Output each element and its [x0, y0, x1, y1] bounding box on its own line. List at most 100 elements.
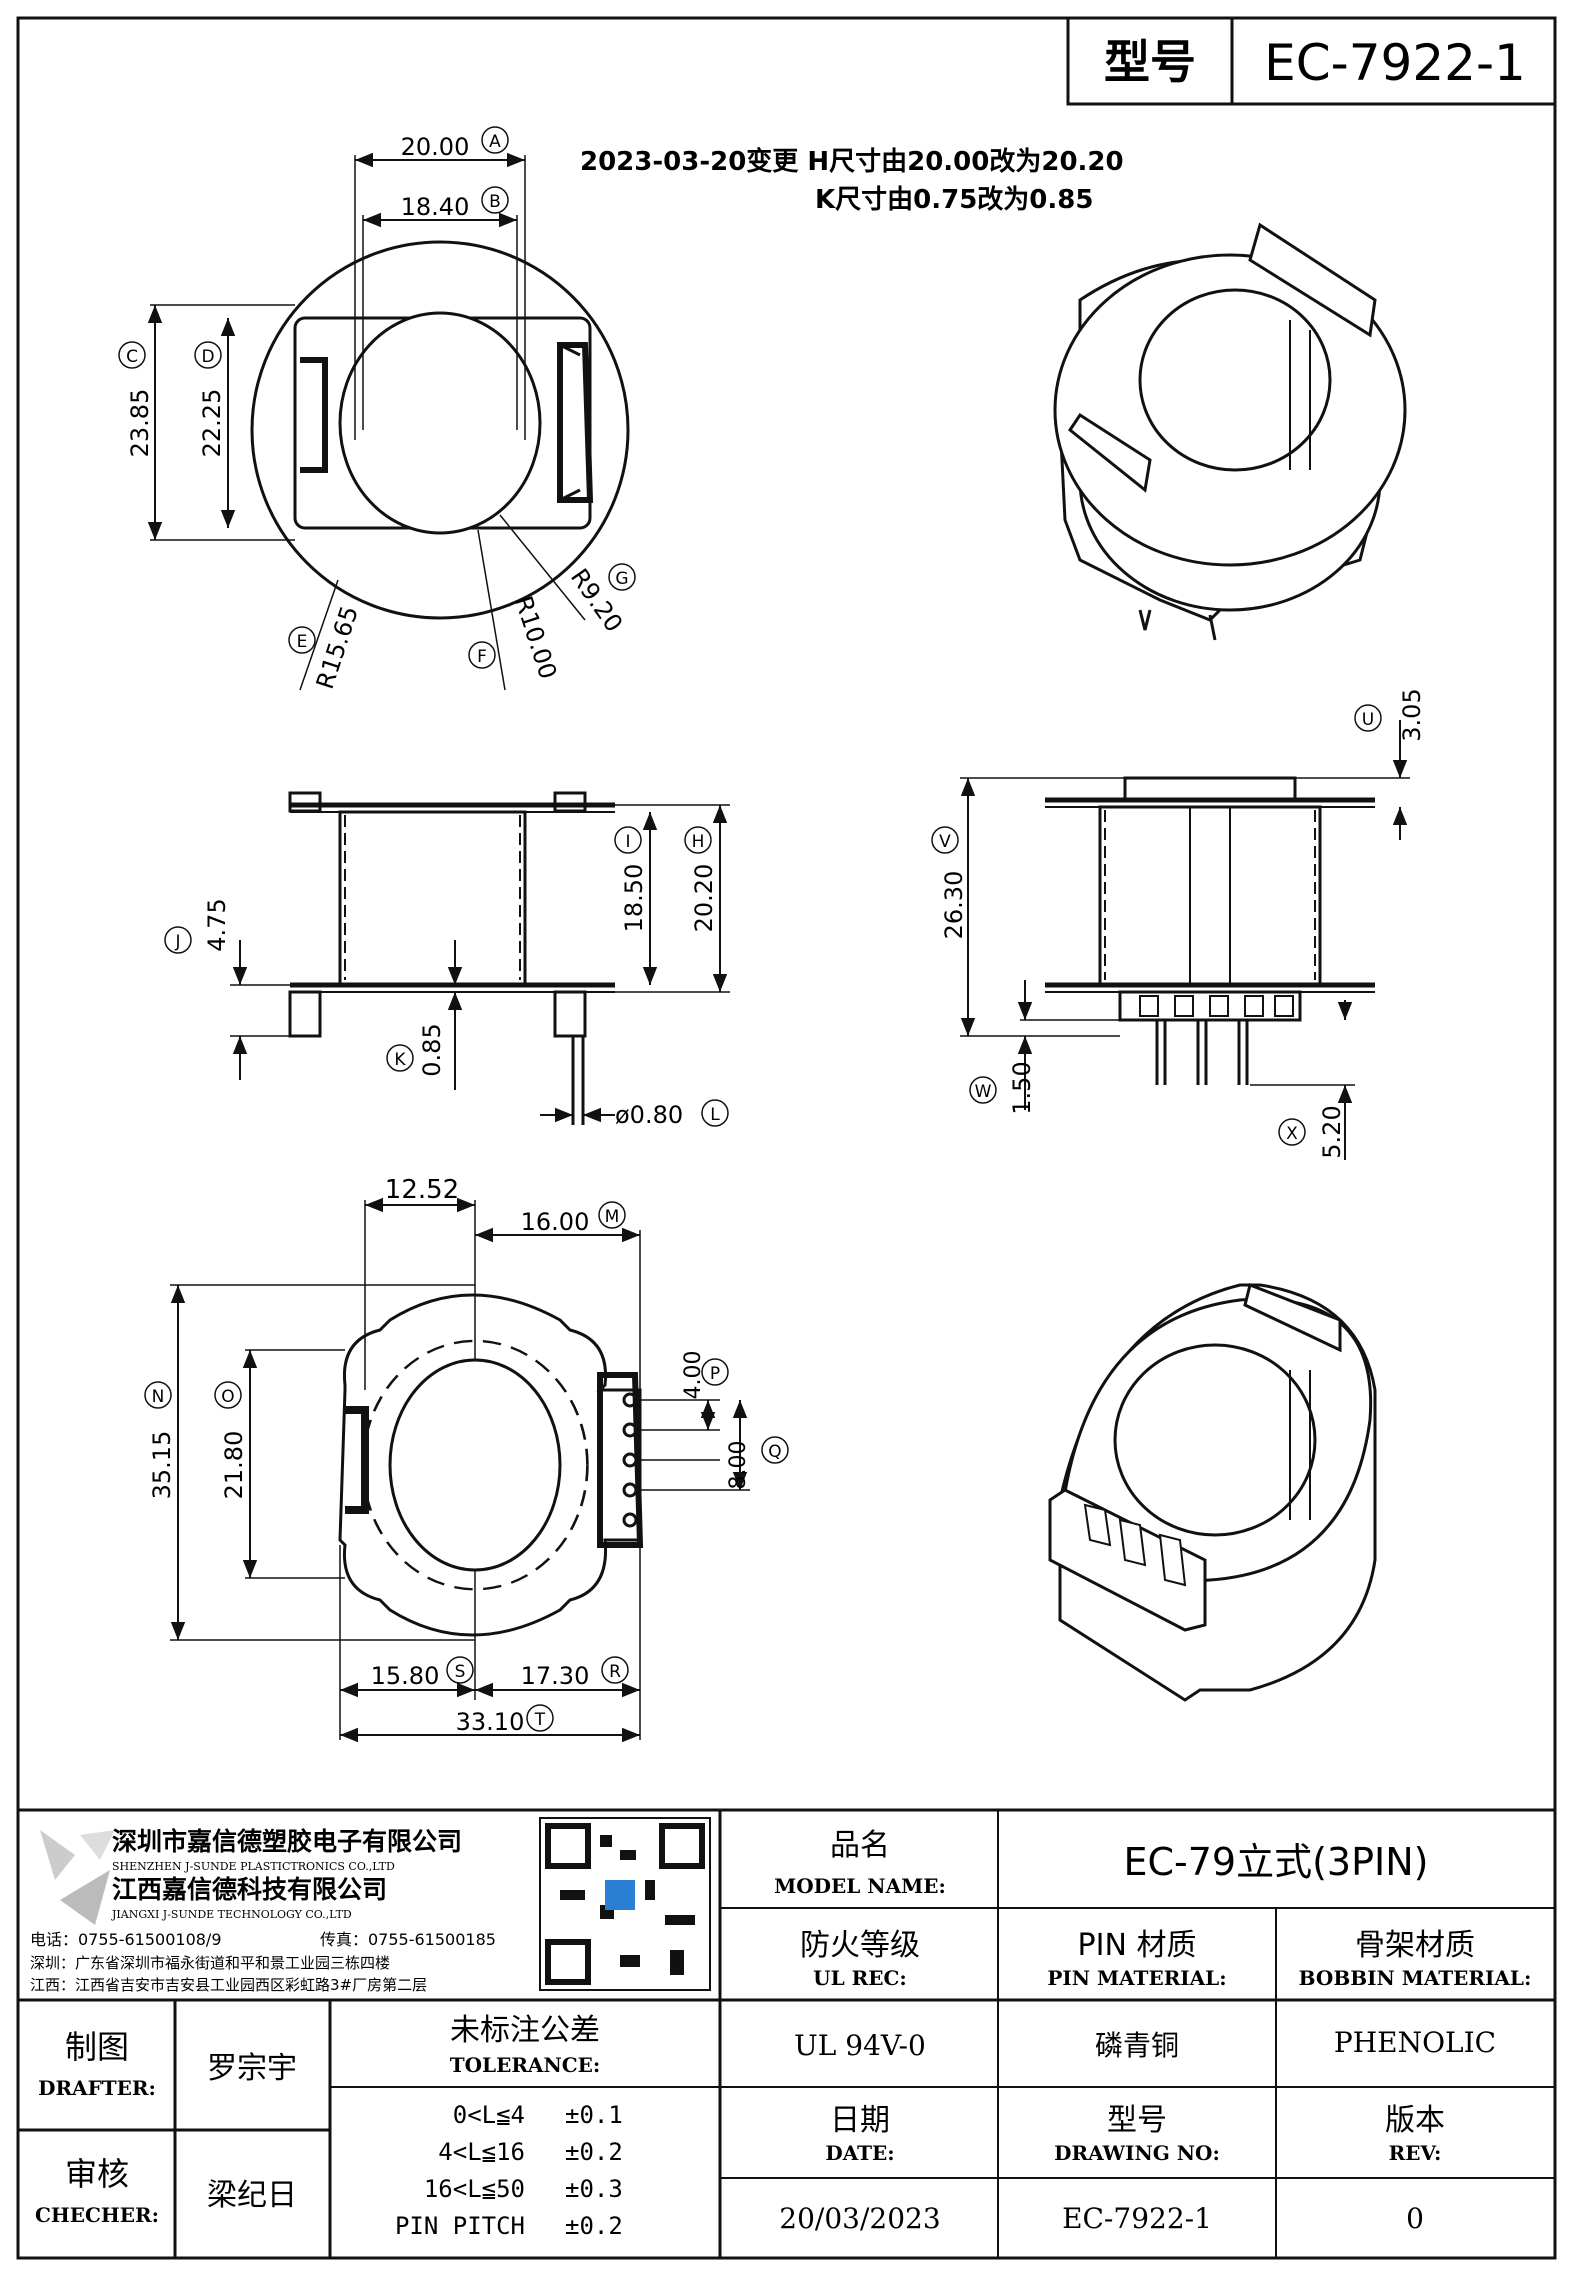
dim-A-value: 20.00	[401, 133, 470, 161]
front-view	[230, 791, 730, 1125]
svg-text:X: X	[1286, 1124, 1298, 1144]
dim-S-value: 15.80	[371, 1662, 440, 1690]
svg-text:M: M	[605, 1207, 620, 1227]
svg-text:D: D	[201, 347, 214, 367]
dim-X-balloon: X	[1278, 1118, 1306, 1146]
dim-D-value: 22.25	[198, 389, 226, 458]
dim-J-balloon: J	[164, 926, 192, 954]
dim-N-value: 35.15	[148, 1431, 176, 1500]
dim-F-value: R10.00	[509, 593, 562, 683]
dim-K-value: 0.85	[418, 1023, 446, 1076]
dim-U-value: 3.05	[1398, 688, 1426, 741]
tolerance-range: 0<L≦4	[453, 2101, 525, 2129]
svg-text:F: F	[477, 647, 487, 667]
company-fax: 传真：0755-61500185	[320, 1930, 496, 1949]
dim-Q-value: 8.00	[726, 1441, 751, 1490]
drafter-en: DRAFTER:	[38, 2076, 156, 2100]
rev-en: REV:	[1389, 2141, 1442, 2165]
svg-text:I: I	[625, 832, 630, 852]
model-name-cn: 品名	[830, 1828, 890, 1863]
dim-L-value: ø0.80	[615, 1101, 683, 1129]
tolerance-range: PIN PITCH	[395, 2212, 525, 2240]
svg-text:E: E	[297, 632, 308, 652]
svg-text:G: G	[615, 569, 628, 589]
dim-T-value: 33.10	[456, 1708, 525, 1736]
tolerance-cn: 未标注公差	[450, 2013, 600, 2048]
bobbin-material-cn: 骨架材质	[1355, 1928, 1475, 1963]
checker-cn: 审核	[65, 2155, 129, 2193]
dim-E-balloon: E	[288, 626, 316, 654]
company-name-jx-en: JIANGXI J-SUNDE TECHNOLOGY CO.,LTD	[111, 1908, 352, 1921]
dim-H-balloon: H	[684, 826, 712, 854]
model-name-value: EC-79立式(3PIN)	[1124, 1840, 1429, 1884]
company-name-jx: 江西嘉信德科技有限公司	[112, 1875, 387, 1904]
drawing-no-value: EC-7922-1	[1062, 2202, 1212, 2235]
svg-text:T: T	[534, 1710, 546, 1730]
tolerance-range: 4<L≦16	[438, 2138, 525, 2166]
dim-B-value: 18.40	[401, 193, 470, 221]
company-tel: 电话：0755-61500108/9	[30, 1930, 222, 1949]
dim-M-value: 16.00	[521, 1208, 590, 1236]
dim-O-balloon: O	[214, 1381, 242, 1409]
svg-text:U: U	[1362, 710, 1374, 730]
svg-text:V: V	[939, 832, 951, 852]
pin-material-cn: PIN 材质	[1078, 1928, 1197, 1963]
dim-plain-value: 12.52	[385, 1175, 459, 1205]
dim-G-balloon: G	[608, 563, 636, 591]
ul-rec-value: UL 94V-0	[794, 2029, 926, 2062]
svg-text:P: P	[710, 1364, 720, 1384]
change-note-line2: K尺寸由0.75改为0.85	[815, 184, 1093, 215]
bottom-view	[170, 1197, 750, 1743]
dim-O-value: 21.80	[220, 1431, 248, 1500]
svg-text:W: W	[975, 1082, 992, 1102]
svg-text:K: K	[394, 1050, 406, 1070]
dim-V-value: 26.30	[940, 871, 968, 940]
header-model-label: 型号	[1104, 35, 1196, 89]
tolerance-en: TOLERANCE:	[450, 2053, 601, 2077]
date-cn: 日期	[830, 2103, 890, 2138]
dim-N-balloon: N	[144, 1381, 172, 1409]
top-view	[147, 152, 630, 691]
dim-I-balloon: I	[614, 826, 642, 854]
dim-V-balloon: V	[931, 826, 959, 854]
ul-rec-en: UL REC:	[813, 1966, 907, 1990]
dim-S-balloon: S	[446, 1656, 474, 1684]
svg-text:L: L	[710, 1105, 720, 1125]
company-name-sz-en: SHENZHEN J-SUNDE PLASTICTRONICS CO.,LTD	[112, 1860, 395, 1873]
tolerance-table: 0<L≦4 ±0.1 4<L≦16 ±0.2 16<L≦50 ±0.3 PIN …	[395, 2101, 623, 2240]
rev-value: 0	[1406, 2202, 1424, 2235]
company-addr-jx: 江西：江西省吉安市吉安县工业园西区彩虹路3#厂房第二层	[30, 1976, 427, 1994]
svg-text:C: C	[126, 347, 138, 367]
sheet-border	[16, 16, 1557, 2260]
svg-text:O: O	[221, 1387, 234, 1407]
svg-text:S: S	[455, 1662, 466, 1682]
dim-F-balloon: F	[468, 641, 496, 669]
tolerance-range: 16<L≦50	[424, 2175, 525, 2203]
title-block-grid	[18, 1808, 1555, 2258]
svg-text:H: H	[692, 832, 705, 852]
bobbin-material-en: BOBBIN MATERIAL:	[1299, 1966, 1532, 1990]
dim-C-balloon: C	[118, 341, 146, 369]
svg-text:A: A	[489, 132, 501, 152]
date-en: DATE:	[825, 2141, 894, 2165]
dim-Q-balloon: Q	[761, 1436, 789, 1464]
checker-en: CHECHER:	[35, 2203, 159, 2227]
side-view	[960, 720, 1410, 1160]
dim-E-value: R15.65	[311, 603, 364, 693]
tolerance-value: ±0.3	[565, 2175, 623, 2203]
ul-rec-cn: 防火等级	[800, 1928, 920, 1963]
dim-I-value: 18.50	[620, 864, 648, 933]
dim-U-balloon: U	[1354, 704, 1382, 732]
dim-T-balloon: T	[526, 1704, 554, 1732]
tolerance-value: ±0.2	[565, 2212, 623, 2240]
checker-name: 梁纪日	[207, 2178, 297, 2213]
drafter-cn: 制图	[65, 2028, 129, 2066]
svg-text:J: J	[174, 932, 180, 952]
dim-R-value: 17.30	[521, 1662, 590, 1690]
svg-text:N: N	[152, 1387, 165, 1407]
date-value: 20/03/2023	[779, 2202, 940, 2235]
dim-X-value: 5.20	[1318, 1105, 1346, 1158]
dim-J-value: 4.75	[203, 898, 231, 951]
tolerance-value: ±0.2	[565, 2138, 623, 2166]
